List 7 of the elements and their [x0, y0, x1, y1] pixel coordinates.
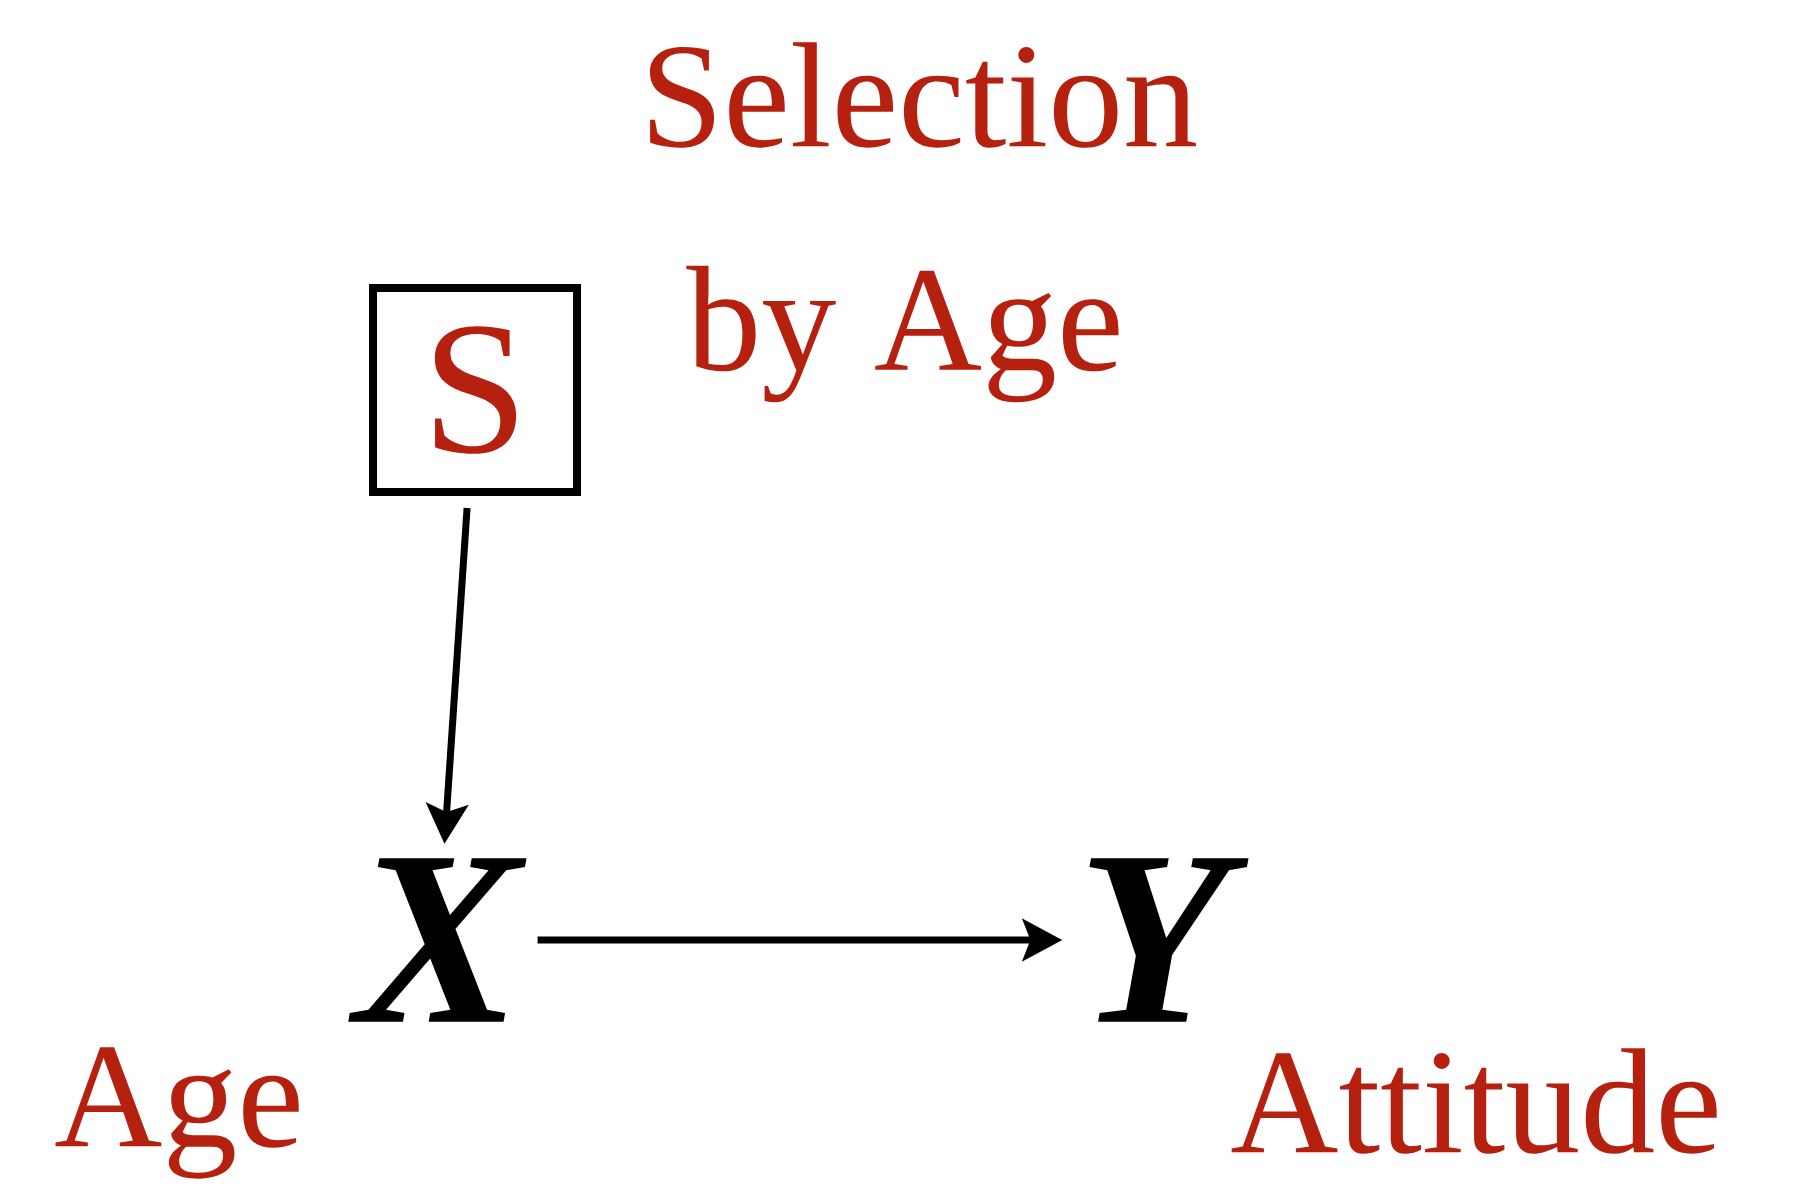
variable-letter: X: [348, 858, 527, 1022]
variable-label: Attitude: [1231, 1048, 1717, 1154]
letter-box: S: [369, 284, 581, 496]
variable-label: Selection: [649, 42, 1196, 148]
variable-label: Age: [55, 1047, 299, 1179]
variable-label: by Age: [686, 265, 1119, 403]
variable-letter: Y: [1089, 858, 1249, 1022]
